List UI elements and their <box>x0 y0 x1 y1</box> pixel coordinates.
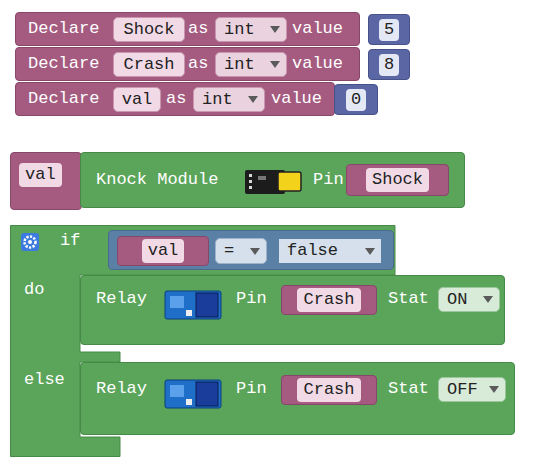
dropdown-arrow <box>270 26 280 33</box>
number-value: 5 <box>379 19 399 41</box>
number-value: 8 <box>379 54 399 76</box>
number-value: 0 <box>346 89 366 111</box>
set-variable-block: val <box>10 152 82 210</box>
variable-field: val <box>19 163 62 187</box>
field-text: int <box>224 20 255 40</box>
block-label: value <box>292 19 343 39</box>
block-label: do <box>24 280 44 300</box>
variable-getter: Shock <box>346 164 449 196</box>
dropdown-arrow <box>365 248 375 255</box>
declare-block: Declareasvaluevalint0 <box>15 82 335 116</box>
field-text: Crash <box>123 55 174 75</box>
number-block: 0 <box>334 84 378 115</box>
variable-name: Crash <box>297 378 360 402</box>
block-label: Stat <box>388 289 429 309</box>
compare-block: val = false <box>108 230 394 270</box>
field-text: = <box>224 241 234 261</box>
variable-name: val <box>142 239 185 263</box>
block-label: Relay <box>96 289 147 309</box>
relay-block: Relay Pin Stat Crash OFF <box>80 362 515 435</box>
variable-field: Shock <box>113 17 185 42</box>
block-label: value <box>271 89 322 109</box>
knock-sensor-icon <box>245 170 301 194</box>
state-dropdown: ON <box>438 287 500 312</box>
variable-getter: Crash <box>281 375 377 405</box>
dropdown-arrow <box>248 96 258 103</box>
block-label: if <box>60 231 80 251</box>
field-text: Shock <box>123 20 174 40</box>
relay-block: Relay Pin Stat Crash ON <box>80 275 505 345</box>
block-label: Relay <box>96 379 147 399</box>
state-dropdown: OFF <box>438 377 506 402</box>
operator-dropdown: = <box>215 238 267 264</box>
field-text: ON <box>447 290 467 310</box>
boolean-dropdown: false <box>273 233 387 269</box>
field-text: int <box>224 55 255 75</box>
gear-icon <box>21 233 39 251</box>
variable-name: Crash <box>297 288 360 312</box>
field-text: val <box>122 90 153 110</box>
block-label: as <box>188 19 208 39</box>
block-label: value <box>292 54 343 74</box>
variable-field: Crash <box>113 52 185 77</box>
block-label: as <box>166 89 186 109</box>
block-label: Stat <box>388 379 429 399</box>
dropdown-arrow <box>483 296 493 303</box>
if-else-block: ifdoelseval=falseRelayPinStatCrashONRela… <box>10 225 515 457</box>
relay-module-icon <box>165 291 221 319</box>
field-text: OFF <box>447 380 478 400</box>
block-label: Pin <box>236 379 267 399</box>
relay-module-icon <box>165 380 221 408</box>
declare-block: DeclareasvalueCrashint8 <box>15 47 360 81</box>
block-label: Declare <box>28 89 99 109</box>
block-label: Declare <box>28 19 99 39</box>
block-label: Declare <box>28 54 99 74</box>
block-label: Knock Module <box>96 170 218 190</box>
variable-getter: val <box>117 236 209 266</box>
variable-getter: Crash <box>281 285 377 315</box>
dropdown-arrow <box>270 61 280 68</box>
type-dropdown: int <box>215 52 287 77</box>
type-dropdown: int <box>215 17 287 42</box>
block-label: as <box>188 54 208 74</box>
type-dropdown: int <box>193 87 265 112</box>
field-text: int <box>202 90 233 110</box>
dropdown-arrow <box>489 386 499 393</box>
number-block: 8 <box>368 49 410 80</box>
variable-name: Shock <box>366 168 429 192</box>
number-block: 5 <box>368 14 410 45</box>
knock-module-block: Knock Module Pin Shock <box>80 152 465 208</box>
block-label: Pin <box>236 289 267 309</box>
field-text: false <box>287 241 338 261</box>
dropdown-arrow <box>250 248 260 255</box>
block-label: else <box>24 370 65 390</box>
variable-field: val <box>113 87 161 112</box>
block-label: Pin <box>313 170 344 190</box>
declare-block: DeclareasvalueShockint5 <box>15 12 360 46</box>
